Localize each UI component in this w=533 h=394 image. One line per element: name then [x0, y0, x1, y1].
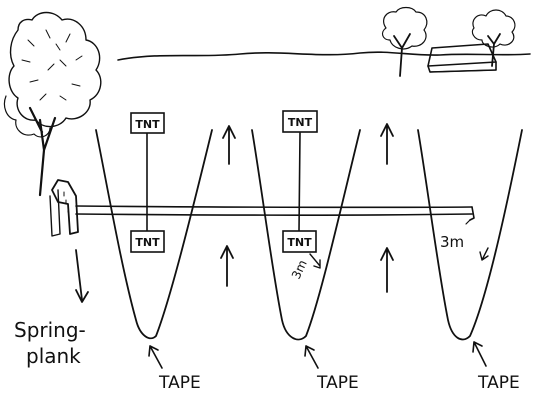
arrow-up-1	[222, 125, 236, 165]
springplank-label-line2: plank	[26, 344, 81, 368]
tape-lane-middle	[251, 129, 361, 341]
tnt-box-top-left: TNT	[130, 112, 165, 134]
tree-top-right-2	[471, 9, 516, 67]
tape-pointer-middle	[304, 345, 319, 369]
tnt-label: TNT	[287, 236, 312, 249]
tree-left	[3, 11, 102, 197]
tnt-box-top-middle: TNT	[282, 110, 318, 133]
tnt-label: TNT	[288, 116, 313, 129]
arrow-up-4	[380, 247, 394, 293]
tape-pointer-right	[472, 341, 487, 367]
house	[427, 43, 497, 73]
tnt-label: TNT	[135, 118, 160, 131]
tnt-box-bottom-left: TNT	[130, 230, 165, 253]
arrow-up-2	[380, 123, 394, 165]
springplank	[49, 179, 475, 237]
tape-lane-right	[417, 129, 523, 341]
springplank-arrow	[75, 249, 89, 303]
distance-label: 3m	[289, 258, 310, 281]
tape-pointer-left	[148, 345, 163, 369]
distance-marker-middle: 3m	[289, 253, 321, 281]
tnt-label: TNT	[135, 236, 160, 249]
tnt-box-bottom-middle: TNT	[282, 230, 317, 253]
distance-marker-right: 3m	[440, 233, 489, 261]
tree-top-right-1	[381, 6, 428, 77]
horizon-line	[117, 51, 531, 61]
tnt-line-middle	[298, 132, 301, 232]
tape-label-right: TAPE	[477, 373, 520, 393]
arrow-up-3	[220, 245, 234, 287]
tape-label-middle: TAPE	[316, 373, 359, 393]
tape-lane-left	[95, 129, 213, 340]
springplank-label-line1: Spring-	[14, 318, 86, 342]
tape-label-left: TAPE	[158, 373, 201, 393]
distance-label: 3m	[440, 233, 464, 251]
